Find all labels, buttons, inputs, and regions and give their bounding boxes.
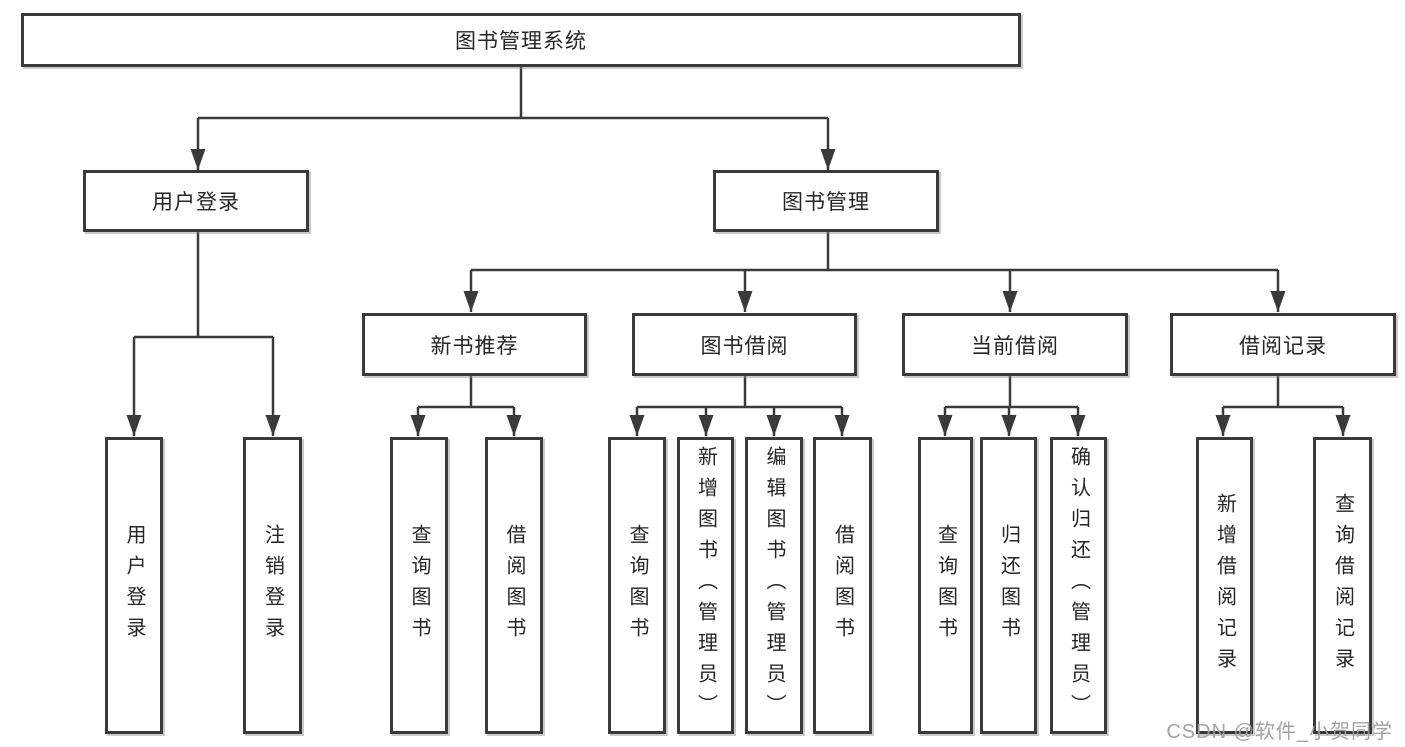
leaf-borrow-borrow-books: 借阅图书 bbox=[813, 437, 872, 734]
node-library-system: 图书管理系统 bbox=[21, 13, 1021, 67]
leaf-borrow-edit-books-admin: 编辑图书（管理员） bbox=[745, 437, 803, 734]
leaf-cur-return-books-label: 归还图书 bbox=[997, 523, 1020, 648]
leaf-borrow-add-books-admin-label: 新增图书（管理员） bbox=[694, 446, 717, 725]
csdn-watermark: CSDN @软件_小贺同学 bbox=[1166, 721, 1393, 743]
leaf-cur-query-books-label: 查询图书 bbox=[934, 523, 957, 648]
leaf-rec-borrow-books: 借阅图书 bbox=[485, 437, 543, 734]
leaf-records-add-record-label: 新增借阅记录 bbox=[1213, 492, 1236, 679]
leaf-cur-confirm-return-admin-label: 确认归还（管理员） bbox=[1067, 446, 1090, 725]
node-new-book-recommend: 新书推荐 bbox=[362, 313, 587, 376]
node-current-borrow: 当前借阅 bbox=[902, 313, 1128, 376]
leaf-cur-confirm-return-admin: 确认归还（管理员） bbox=[1050, 437, 1107, 734]
arrow-connectors bbox=[126, 118, 1351, 436]
node-user-login: 用户登录 bbox=[83, 170, 309, 232]
leaf-user-login: 用户登录 bbox=[105, 437, 163, 734]
leaf-cur-return-books: 归还图书 bbox=[980, 437, 1037, 734]
leaf-logout-label: 注销登录 bbox=[261, 523, 284, 648]
node-book-management: 图书管理 bbox=[713, 170, 939, 232]
node-book-borrow: 图书借阅 bbox=[632, 313, 857, 376]
leaf-cur-query-books: 查询图书 bbox=[918, 437, 973, 734]
leaf-rec-query-books-label: 查询图书 bbox=[408, 523, 430, 648]
connector-rails bbox=[134, 67, 1343, 409]
leaf-borrow-query-books: 查询图书 bbox=[608, 437, 666, 734]
leaf-user-login-label: 用户登录 bbox=[123, 523, 145, 648]
node-borrow-records: 借阅记录 bbox=[1170, 313, 1396, 376]
leaf-borrow-edit-books-admin-label: 编辑图书（管理员） bbox=[763, 446, 785, 725]
leaf-logout: 注销登录 bbox=[243, 437, 302, 734]
leaf-rec-borrow-books-label: 借阅图书 bbox=[503, 523, 525, 648]
leaf-borrow-add-books-admin: 新增图书（管理员） bbox=[677, 437, 734, 734]
leaf-rec-query-books: 查询图书 bbox=[390, 437, 448, 734]
leaf-records-add-record: 新增借阅记录 bbox=[1196, 437, 1253, 734]
leaf-records-query-record-label: 查询借阅记录 bbox=[1331, 492, 1354, 679]
leaf-borrow-borrow-books-label: 借阅图书 bbox=[831, 523, 854, 648]
leaf-borrow-query-books-label: 查询图书 bbox=[626, 523, 648, 648]
leaf-records-query-record: 查询借阅记录 bbox=[1313, 437, 1372, 734]
